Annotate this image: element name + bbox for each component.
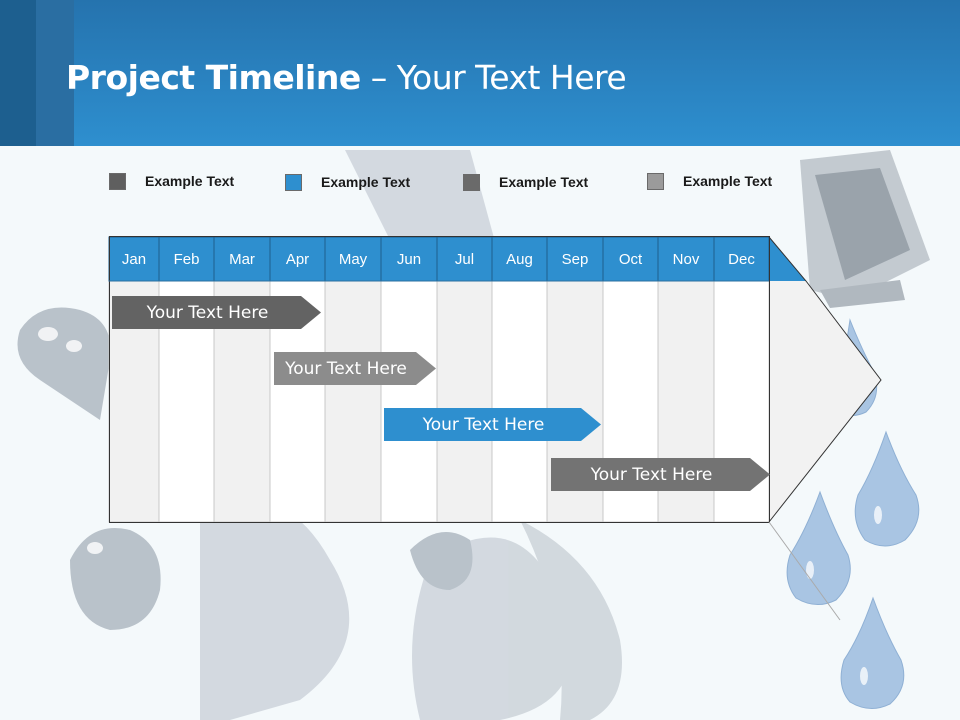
- task-label-2: Your Text Here: [285, 358, 407, 379]
- legend-label-2: Example Text: [321, 174, 411, 190]
- month-label-nov: Nov: [672, 250, 700, 268]
- legend-swatch-2: [285, 173, 302, 191]
- month-header-cell-aug: [491, 236, 548, 282]
- task-label-3: Your Text Here: [422, 414, 545, 435]
- header-stripe-dark: [0, 0, 36, 146]
- month-header-cell-nov: [657, 236, 715, 282]
- month-label-oct: Oct: [618, 250, 643, 268]
- month-label-feb: Feb: [173, 250, 200, 268]
- legend-item-1: Example Text: [109, 170, 234, 192]
- month-label-jul: Jul: [454, 250, 475, 268]
- legend-label-4: Example Text: [683, 173, 773, 189]
- month-column-may: [324, 280, 382, 523]
- slide-header: Project Timeline – Your Text Here: [0, 0, 960, 146]
- task-label-4: Your Text Here: [590, 464, 713, 485]
- legend-swatch-3: [463, 173, 480, 191]
- task-bar-3[interactable]: Your Text Here: [384, 408, 601, 441]
- legend-label-3: Example Text: [499, 174, 589, 190]
- month-column-jun: [380, 280, 438, 523]
- task-bar-2[interactable]: Your Text Here: [274, 352, 436, 385]
- month-header-cell-sep: [546, 236, 604, 282]
- month-header-cell-oct: [602, 236, 659, 282]
- task-bar-1[interactable]: Your Text Here: [112, 296, 321, 329]
- legend-swatch-1: [109, 172, 126, 190]
- legend-item-2: Example Text: [285, 171, 410, 193]
- month-label-jun: Jun: [396, 250, 422, 268]
- task-label-1: Your Text Here: [146, 302, 269, 323]
- month-label-sep: Sep: [561, 250, 589, 268]
- title-bold: Project Timeline: [66, 58, 361, 97]
- month-label-apr: Apr: [285, 250, 310, 268]
- month-label-mar: Mar: [229, 250, 255, 268]
- month-label-jan: Jan: [121, 250, 147, 268]
- month-column-aug: [491, 280, 548, 523]
- legend-swatch-4: [647, 172, 664, 190]
- header-stripe-medium: [36, 0, 74, 146]
- legend-label-1: Example Text: [145, 173, 235, 189]
- task-bar-4[interactable]: Your Text Here: [551, 458, 770, 491]
- month-label-may: May: [338, 250, 368, 268]
- slide-title: Project Timeline – Your Text Here: [66, 58, 627, 97]
- legend-item-3: Example Text: [463, 171, 588, 193]
- month-label-dec: Dec: [728, 250, 755, 268]
- month-column-jul: [436, 280, 493, 523]
- month-header-cell-may: [324, 236, 382, 282]
- month-label-aug: Aug: [506, 250, 533, 268]
- title-rest: – Your Text Here: [360, 58, 627, 97]
- legend-item-4: Example Text: [647, 170, 772, 192]
